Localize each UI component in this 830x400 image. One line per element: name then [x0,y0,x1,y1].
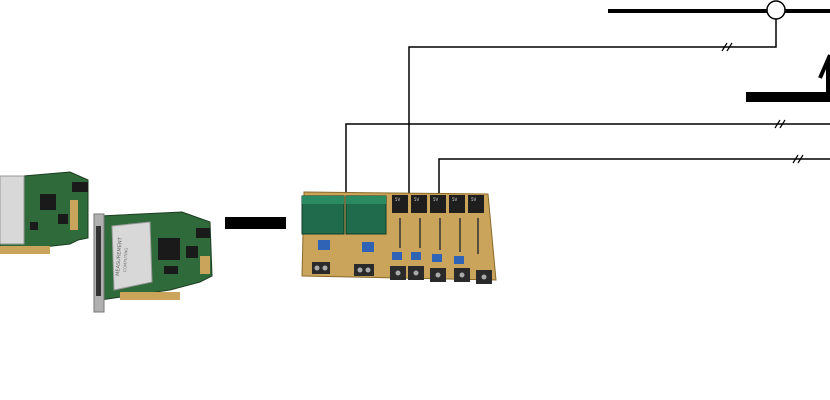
card-sub-label: COMPUTING [122,247,129,272]
pci-daq-card-icon [0,171,89,254]
switch-blade [818,54,830,79]
relay-label: 5V [452,197,458,202]
relay-label: 5V [395,197,401,202]
board-components [318,218,479,264]
relay-row [392,195,484,213]
wire-two [345,123,830,195]
pci-daq-card-icon: MEASUREMENT COMPUTING [93,211,213,313]
sensor-circle-icon [766,0,786,20]
relay-label: 5V [471,197,477,202]
wire-break-marks [721,42,804,164]
sensor-wire [408,19,777,195]
relay-label: 5V [414,197,420,202]
db-connector [96,226,101,296]
terminal-blocks [312,262,492,284]
card-brand-label: MEASUREMENT [115,236,124,276]
wire-three [438,158,830,195]
relay-label: 5V [433,197,439,202]
cable-connector-bar [225,217,286,229]
relay-labels: 5V 5V 5V 5V 5V [395,197,477,202]
wiring [225,0,830,229]
relay-interface-board-icon: 5V 5V 5V 5V 5V [301,191,497,284]
